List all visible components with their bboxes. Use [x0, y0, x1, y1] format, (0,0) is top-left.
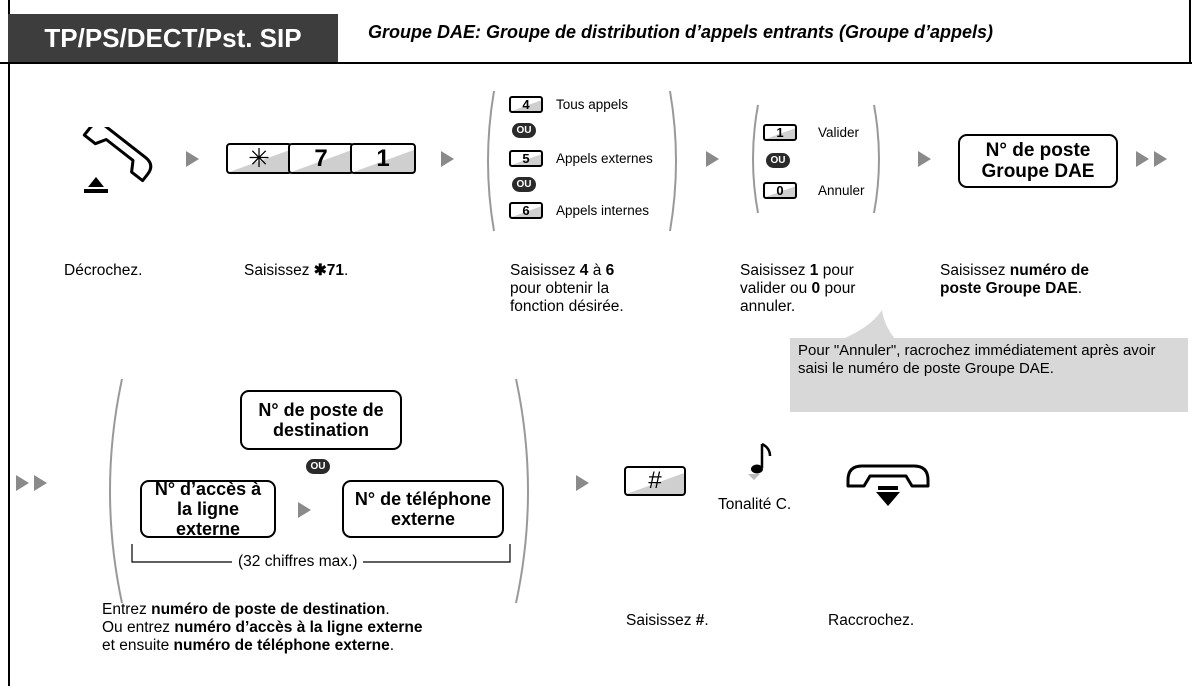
step-arrow	[186, 151, 199, 167]
option-cancel: Annuler	[818, 183, 865, 198]
or-badge: OU	[306, 459, 330, 474]
one-key: 1	[350, 143, 416, 174]
caption-onhook: Raccrochez.	[828, 612, 915, 629]
tip-pointer	[840, 310, 896, 340]
caption-enter-hash: Saisissez #.	[626, 612, 709, 629]
step-arrow	[441, 151, 454, 167]
option-all-calls: Tous appels	[556, 97, 629, 112]
caption-destination: Entrez numéro de poste de destination. O…	[102, 601, 423, 654]
option-external-calls: Appels externes	[556, 151, 653, 166]
continue-arrow	[16, 475, 29, 491]
continue-arrow	[1136, 151, 1149, 167]
option-validate: Valider	[818, 125, 860, 140]
validate-options-brackets	[752, 104, 880, 214]
external-phone-box: N° de téléphone externe	[342, 480, 504, 538]
or-badge: OU	[512, 123, 536, 138]
device-tab: TP/PS/DECT/Pst. SIP	[8, 14, 338, 62]
right-rule	[1189, 0, 1191, 62]
ext-group-box: N° de poste Groupe DAE	[958, 134, 1118, 188]
caption-enter-group: Saisissez numéro de poste Groupe DAE.	[940, 262, 1090, 297]
key-1: 1	[763, 124, 797, 141]
or-badge: OU	[766, 153, 790, 168]
key-5: 5	[509, 150, 543, 167]
key-0: 0	[763, 182, 797, 199]
left-rule	[8, 0, 10, 686]
step-arrow	[706, 151, 719, 167]
hash-key: #	[624, 466, 686, 496]
page-title: Groupe DAE: Groupe de distribution d’app…	[368, 22, 994, 42]
continue-arrow	[1154, 151, 1167, 167]
step-arrow	[298, 502, 311, 518]
caption-enter-1-0: Saisissez 1 pour valider ou 0 pour annul…	[740, 262, 856, 315]
option-internal-calls: Appels internes	[556, 203, 650, 218]
onhook-handset-icon	[846, 464, 930, 506]
max-digits-label: (32 chiffres max.)	[232, 553, 364, 571]
music-note-icon	[748, 442, 772, 480]
line-access-box: N° d’accès à la ligne externe	[140, 479, 276, 539]
seven-key: 7	[288, 143, 354, 174]
star-key: ✳	[226, 143, 292, 174]
step-arrow	[918, 151, 931, 167]
cancel-tip: Pour "Annuler", racrochez immédiatement …	[790, 338, 1188, 412]
or-badge: OU	[512, 177, 536, 192]
tone-label: Tonalité C.	[718, 496, 792, 513]
key-6: 6	[509, 202, 543, 219]
caption-enter-71: Saisissez ✱71.	[244, 262, 349, 279]
caption-offhook: Décrochez.	[64, 262, 143, 279]
destination-ext-box: N° de poste de destination	[240, 390, 402, 450]
offhook-handset-icon	[82, 127, 153, 193]
header-rule	[0, 0, 1192, 64]
continue-arrow	[34, 475, 47, 491]
step-arrow	[576, 475, 589, 491]
mode-options-brackets	[487, 90, 677, 232]
caption-enter-4-6: Saisissez 4 à 6 pour obtenir la fonction…	[510, 262, 624, 315]
key-4: 4	[509, 96, 543, 113]
